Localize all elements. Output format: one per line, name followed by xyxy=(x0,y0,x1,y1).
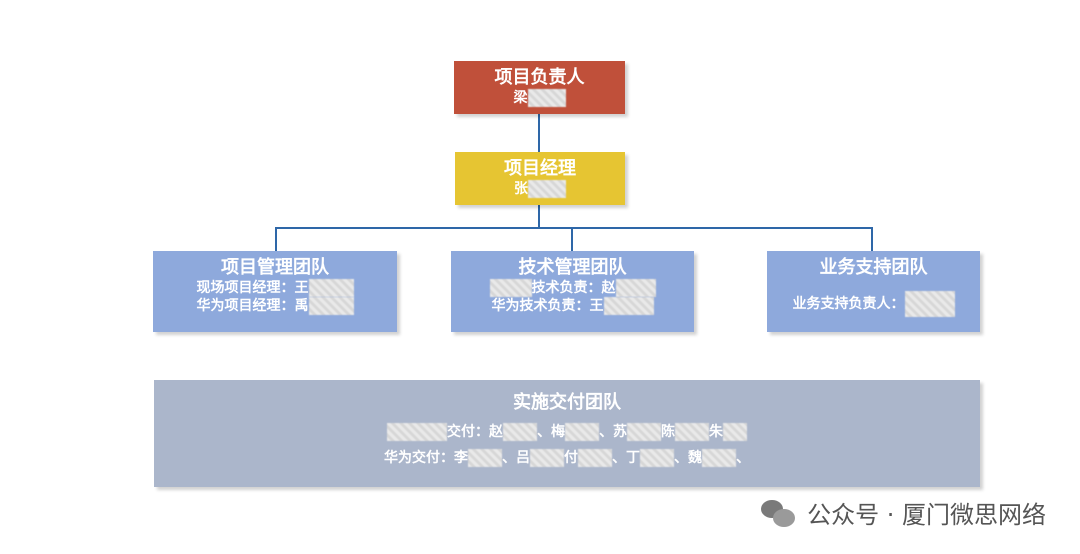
delivery-line-1: 交付：赵、梅、苏陈朱 xyxy=(154,419,980,445)
team-box-business-support: 业务支持团队 业务支持负责人： xyxy=(767,251,980,332)
connector-team-1 xyxy=(275,227,277,251)
delivery-team-box: 实施交付团队 交付：赵、梅、苏陈朱 华为交付：李、吕付、丁、魏、 xyxy=(154,380,980,487)
watermark: 公众号 · 厦门微思网络 xyxy=(761,495,1046,530)
connector-manager-down xyxy=(538,205,540,228)
manager-title: 项目经理 xyxy=(504,158,576,179)
team-member-line: 技术负责：赵 xyxy=(451,279,694,297)
team-member-line: 华为技术负责：王 xyxy=(451,297,694,315)
team-title: 业务支持团队 xyxy=(819,257,928,278)
lead-title: 项目负责人 xyxy=(494,67,585,88)
team-title: 技术管理团队 xyxy=(518,257,627,278)
lead-box: 项目负责人 梁 xyxy=(454,61,625,114)
connector-team-2 xyxy=(571,227,573,251)
team-member-line: 华为项目经理：禹 xyxy=(153,297,397,315)
wechat-icon xyxy=(761,498,797,528)
watermark-text: 公众号 · 厦门微思网络 xyxy=(807,501,1046,529)
lead-name: 梁 xyxy=(454,89,625,107)
team-box-technical-management: 技术管理团队 技术负责：赵 华为技术负责：王 xyxy=(451,251,694,332)
team-member-line: 现场项目经理：王 xyxy=(153,279,397,297)
delivery-title: 实施交付团队 xyxy=(513,392,621,413)
team-member-line: 业务支持负责人： xyxy=(767,291,980,317)
manager-name: 张 xyxy=(455,180,625,198)
connector-team-3 xyxy=(871,227,873,251)
team-box-project-management: 项目管理团队 现场项目经理：王 华为项目经理：禹 xyxy=(153,251,397,332)
team-title: 项目管理团队 xyxy=(221,257,329,278)
connector-horizontal xyxy=(275,227,873,229)
connector-lead-manager xyxy=(538,114,540,152)
delivery-line-2: 华为交付：李、吕付、丁、魏、 xyxy=(384,449,750,467)
manager-box: 项目经理 张 xyxy=(455,152,625,205)
